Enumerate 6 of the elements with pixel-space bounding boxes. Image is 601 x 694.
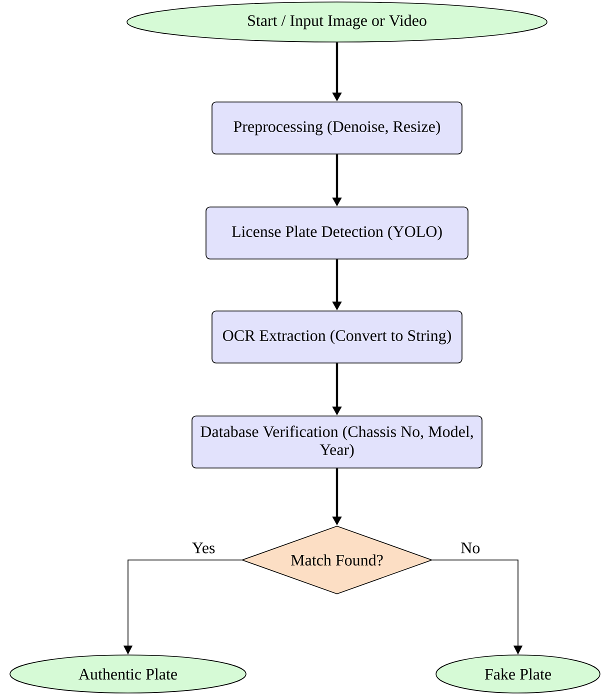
edge-label: Yes <box>190 542 216 554</box>
process-box: OCR Extraction (Convert to String) <box>212 310 462 364</box>
process-box: License Plate Detection (YOLO) <box>206 206 468 260</box>
process-box: Database Verification (Chassis No, Model, Year) <box>192 416 482 468</box>
process-box: Preprocessing (Denoise, Resize) <box>212 102 462 154</box>
edge-label: No <box>460 542 482 554</box>
